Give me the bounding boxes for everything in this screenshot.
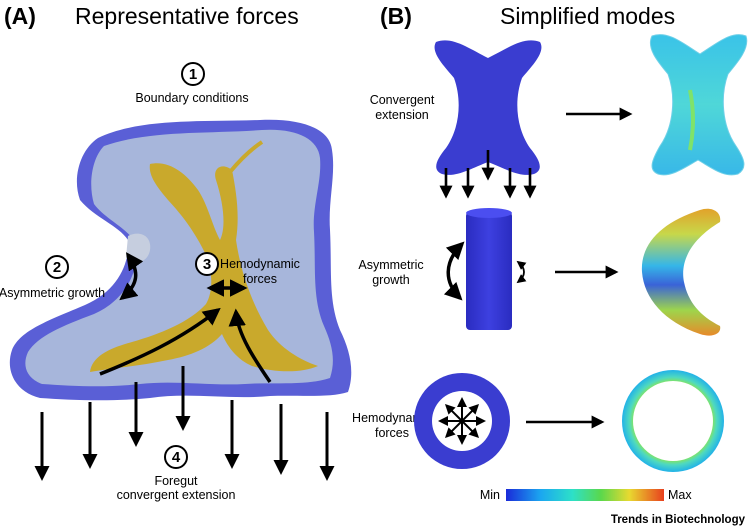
crescent-result — [641, 208, 721, 336]
journal-credit: Trends in Biotechnology — [611, 514, 746, 526]
callout-4-circle — [164, 445, 188, 469]
cylinder-model — [466, 212, 512, 330]
flow-arrow-right — [228, 308, 272, 383]
colorbar-max-label: Max — [668, 488, 692, 502]
convergent-extension-arrows — [34, 366, 335, 481]
cylinder-right-growth-arrow — [516, 260, 527, 284]
endoderm-region — [90, 163, 318, 372]
callout-2-circle — [45, 255, 69, 279]
panel-a-title: Representative forces — [75, 3, 299, 29]
row-3-label-line2: forces — [375, 426, 409, 440]
panel-b-title: Simplified modes — [500, 3, 675, 29]
x-shape-model — [434, 40, 542, 175]
ring-result-lumen — [633, 381, 713, 461]
x-shape-down-arrows — [439, 150, 537, 199]
row-3-label-line1: Hemodynamic — [352, 411, 432, 425]
flow-arrow-left — [99, 307, 221, 376]
row-2-label-line1: Asymmetric — [358, 258, 423, 272]
callout-4-label-line2: convergent extension — [117, 488, 236, 502]
callout-1-number: 1 — [189, 66, 197, 83]
row-1-label-line1: Convergent — [370, 93, 435, 107]
endoderm-branch — [228, 140, 264, 174]
row-2-label-line2: growth — [372, 273, 410, 287]
callout-2-number: 2 — [53, 259, 61, 276]
callout-4-number: 4 — [172, 449, 181, 466]
radial-arrow — [461, 420, 480, 439]
cylinder-top — [466, 208, 512, 218]
panel-b-letter: (B) — [380, 3, 412, 29]
radial-arrow — [444, 403, 463, 422]
callout-3-label-line2: forces — [243, 272, 277, 286]
callout-1-label: Boundary conditions — [135, 91, 248, 105]
callout-1-circle — [181, 62, 205, 86]
colorbar-min-label: Min — [480, 488, 500, 502]
callout-3-circle — [195, 252, 219, 276]
row-1-label-line2: extension — [375, 108, 429, 122]
panel-a-letter: (A) — [4, 3, 36, 29]
callout-4-label-line1: Foregut — [154, 474, 198, 488]
radial-arrow — [444, 420, 463, 439]
callout-2-label: Asymmetric growth — [0, 286, 105, 300]
radial-arrow — [461, 403, 480, 422]
radial-pressure-arrows — [438, 397, 486, 445]
asymmetric-growth-arrow — [119, 252, 144, 301]
colorbar — [506, 489, 664, 501]
callout-3-label-line1: Hemodynamic — [220, 257, 300, 271]
callout-3-number: 3 — [203, 256, 211, 273]
x-shape-result — [650, 34, 748, 176]
cylinder-left-growth-arrow — [443, 241, 465, 301]
x-shape-strain-band — [688, 89, 695, 151]
